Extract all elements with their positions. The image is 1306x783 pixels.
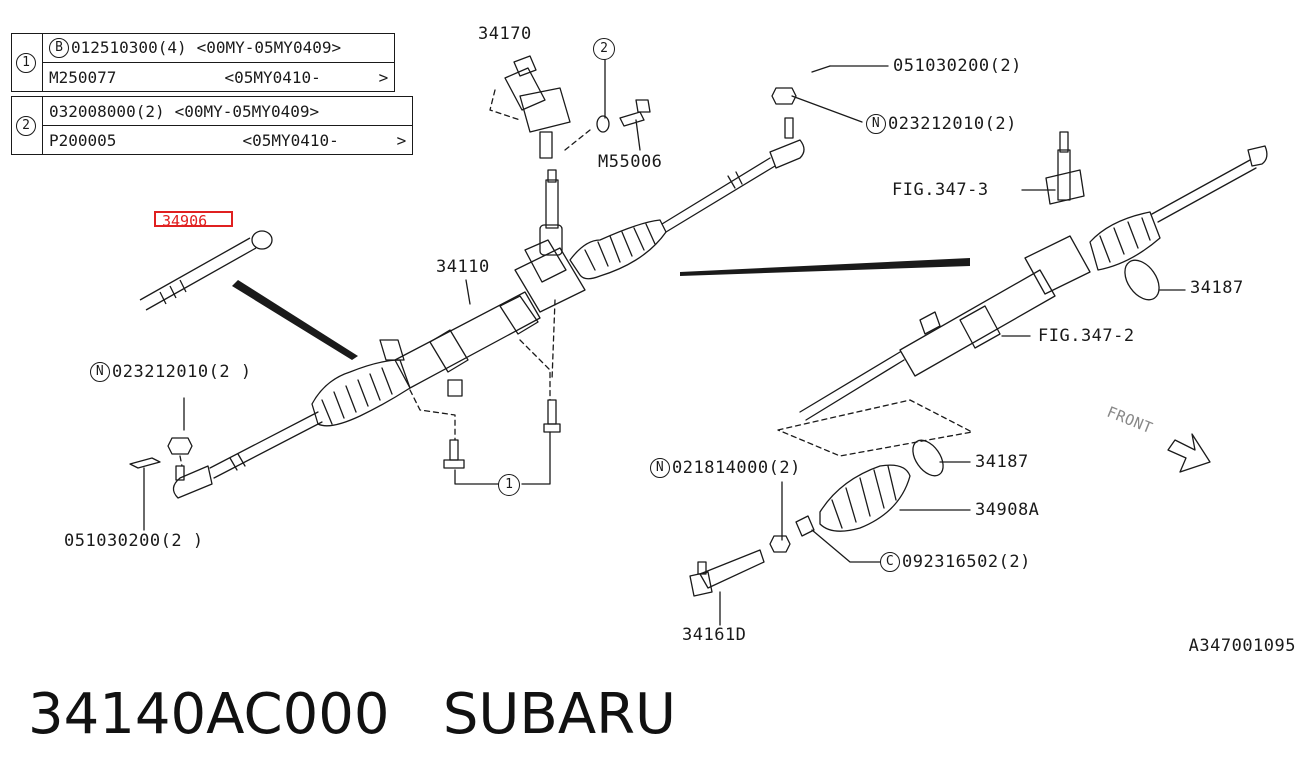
inner-tie-rod [139,230,273,311]
part-label-34187-lower[interactable]: 34187 [975,452,1029,472]
right-rack-assembly [799,131,1268,421]
legend-index-1: 1 [11,33,43,92]
dashed-leaders [179,89,973,467]
callout-1: 1 [498,474,520,496]
legend-cell: M250077<05MY0410- > [41,62,396,92]
prefix-badge-c: C [880,552,900,572]
legend-cell: 032008000(2)<00MY-05MY0409> [41,96,414,126]
ref-label-fig347-2[interactable]: FIG.347-2 [1038,326,1135,346]
legend-cell: P200005<05MY0410- > [41,125,414,155]
main-rack-assembly [129,55,831,499]
front-arrow-icon [1167,433,1211,473]
part-label-34170[interactable]: 34170 [478,24,532,44]
pointer-wedges [232,258,970,360]
legend-row: P200005<05MY0410- > [12,125,414,155]
legend-table-2: 2 032008000(2)<00MY-05MY0409> P200005<05… [11,96,414,155]
footer-part-number: 34140AC000 [28,682,390,747]
legend-row: M250077<05MY0410- > [12,62,396,92]
legend-index-2: 2 [11,96,43,155]
part-label-34161d[interactable]: 34161D [682,625,747,645]
exploded-parts [689,439,944,597]
leader-lines [143,59,1186,626]
part-label-34110[interactable]: 34110 [436,257,490,277]
footer-brand: SUBARU [442,682,677,747]
ref-label-fig347-3[interactable]: FIG.347-3 [892,180,989,200]
prefix-badge-n: N [90,362,110,382]
figure-id: A347001095 [1188,636,1296,656]
part-label-051030200-top[interactable]: 051030200(2) [893,56,1022,76]
callout-2: 2 [593,38,615,60]
part-label-m55006[interactable]: M55006 [598,152,663,172]
prefix-badge-b: B [49,38,69,59]
part-label-34908a[interactable]: 34908A [975,500,1040,520]
part-label-051030200-left[interactable]: 051030200(2 ) [64,531,204,551]
highlighted-part-34906[interactable]: 34906 [154,211,233,227]
part-label-34187-upper[interactable]: 34187 [1190,278,1244,298]
footer-title: 34140AC000 SUBARU [28,682,676,747]
prefix-badge-n: N [650,458,670,478]
legend-row: 2 032008000(2)<00MY-05MY0409> [11,96,414,155]
prefix-badge-n: N [866,114,886,134]
